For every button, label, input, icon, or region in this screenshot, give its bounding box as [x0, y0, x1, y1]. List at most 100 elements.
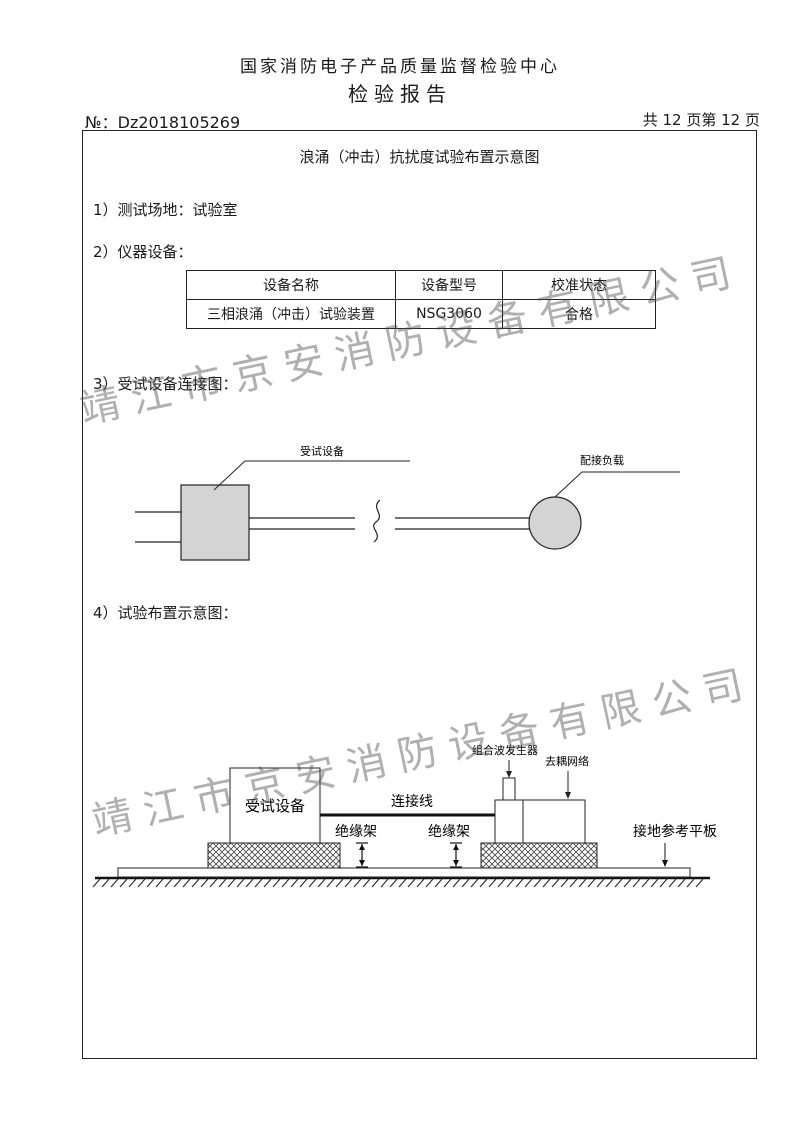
arrow-head — [453, 844, 459, 850]
table-cell: 合格 — [502, 299, 656, 329]
decoupling-label: 去耦网络 — [545, 754, 589, 768]
support-block-right — [480, 842, 598, 869]
eut-box — [229, 767, 321, 844]
ground-hatch-stroke — [362, 878, 371, 888]
generator-box — [494, 799, 524, 844]
generator-connector — [502, 777, 516, 801]
ground-hatch-stroke — [227, 878, 236, 888]
ground-plate-label: 接地参考平板 — [633, 823, 717, 840]
ground-reference-plate — [117, 867, 691, 878]
ground-hatch-stroke — [281, 878, 290, 888]
ground-hatch-stroke — [110, 878, 119, 888]
support-block-left — [207, 842, 341, 869]
ground-hatch-stroke — [182, 878, 191, 888]
page-info: 共 12 页第 12 页 — [642, 111, 760, 129]
report-number: №：Dz2018105269 — [85, 113, 241, 132]
ground-hatch-stroke — [353, 878, 362, 888]
ground-hatch-stroke — [488, 878, 497, 888]
ground-hatch-stroke — [209, 878, 218, 888]
ground-hatch-stroke — [479, 878, 488, 888]
ground-hatch-stroke — [443, 878, 452, 888]
arrow-head — [359, 860, 365, 866]
item-layout-diagram: 4）试验布置示意图： — [93, 604, 238, 622]
arrow-head — [359, 844, 365, 850]
equipment-table: 设备名称 设备型号 校准状态 三相浪涌（冲击）试验装置 NSG3060 合格 — [186, 270, 656, 329]
cable-break-mark — [373, 499, 381, 543]
ground-hatch-stroke — [497, 878, 506, 888]
ground-hatch-stroke — [299, 878, 308, 888]
ground-hatch-stroke — [659, 878, 668, 888]
eut-label: 受试设备 — [245, 797, 305, 815]
ground-hatch-stroke — [668, 878, 677, 888]
organization-name: 国家消防电子产品质量监督检验中心 — [240, 57, 560, 77]
ground-hatch-stroke — [263, 878, 272, 888]
ground-hatch-stroke — [632, 878, 641, 888]
ground-hatch-stroke — [326, 878, 335, 888]
ground-hatch-stroke — [425, 878, 434, 888]
load-label: 配接负载 — [580, 453, 624, 467]
ground-hatch-stroke — [308, 878, 317, 888]
ground-hatch-stroke — [524, 878, 533, 888]
ground-hatch-stroke — [380, 878, 389, 888]
table-header-cell: 校准状态 — [502, 270, 656, 300]
ground-hatch-stroke — [146, 878, 155, 888]
ground-hatch-stroke — [344, 878, 353, 888]
ground-hatch-stroke — [461, 878, 470, 888]
ground-hatch-stroke — [317, 878, 326, 888]
ground-hatch-stroke — [407, 878, 416, 888]
ground-hatch-stroke — [173, 878, 182, 888]
ground-hatch-stroke — [542, 878, 551, 888]
eut-leader-line — [213, 460, 410, 491]
document-title: 检验报告 — [348, 82, 452, 106]
ground-hatch-stroke — [218, 878, 227, 888]
ground-hatch-stroke — [605, 878, 614, 888]
table-row: 三相浪涌（冲击）试验装置 NSG3060 合格 — [186, 299, 656, 329]
table-header-row: 设备名称 设备型号 校准状态 — [186, 270, 656, 300]
table-header-cell: 设备名称 — [186, 270, 396, 300]
ground-hatch-stroke — [245, 878, 254, 888]
ground-hatch-stroke — [677, 878, 686, 888]
ground-hatch-stroke — [560, 878, 569, 888]
ground-hatch-stroke — [434, 878, 443, 888]
content-frame — [82, 130, 757, 1059]
eut-label: 受试设备 — [300, 444, 344, 458]
ground-hatch-stroke — [650, 878, 659, 888]
cable-label: 连接线 — [391, 793, 433, 810]
ground-hatch-stroke — [155, 878, 164, 888]
ground-hatch-stroke — [101, 878, 110, 888]
ground-hatch-stroke — [569, 878, 578, 888]
arrow-head — [453, 860, 459, 866]
table-header-cell: 设备型号 — [395, 270, 503, 300]
decoupling-network-box — [522, 799, 586, 844]
ground-hatch-stroke — [695, 878, 704, 888]
ground-hatch-stroke — [623, 878, 632, 888]
ground-hatch-stroke — [290, 878, 299, 888]
ground-hatch-stroke — [200, 878, 209, 888]
insulator-label-right: 绝缘架 — [428, 824, 470, 840]
ground-hatch-stroke — [578, 878, 587, 888]
ground-hatch-stroke — [470, 878, 479, 888]
ground-hatch-stroke — [587, 878, 596, 888]
ground-hatch-stroke — [452, 878, 461, 888]
ground-hatch-stroke — [335, 878, 344, 888]
ground-hatch-stroke — [389, 878, 398, 888]
item-connection-diagram: 3）受试设备连接图： — [93, 375, 238, 393]
ground-hatch-stroke — [515, 878, 524, 888]
ground-hatch-stroke — [398, 878, 407, 888]
ground-hatch-stroke — [272, 878, 281, 888]
generator-label: 组合波发生器 — [472, 743, 538, 757]
eut-box — [180, 484, 250, 561]
ground-hatch-stroke — [596, 878, 605, 888]
insulator-label-left: 绝缘架 — [335, 824, 377, 840]
ground-hatch-stroke — [191, 878, 200, 888]
ground-hatching — [92, 878, 704, 888]
ground-hatch-stroke — [614, 878, 623, 888]
ground-hatch-stroke — [254, 878, 263, 888]
load-leader-line — [554, 471, 680, 498]
generator-arrow-head — [506, 771, 512, 778]
ground-hatch-stroke — [533, 878, 542, 888]
ground-hatch-stroke — [686, 878, 695, 888]
ground-hatch-stroke — [506, 878, 515, 888]
decoupling-arrow-head — [565, 792, 571, 799]
